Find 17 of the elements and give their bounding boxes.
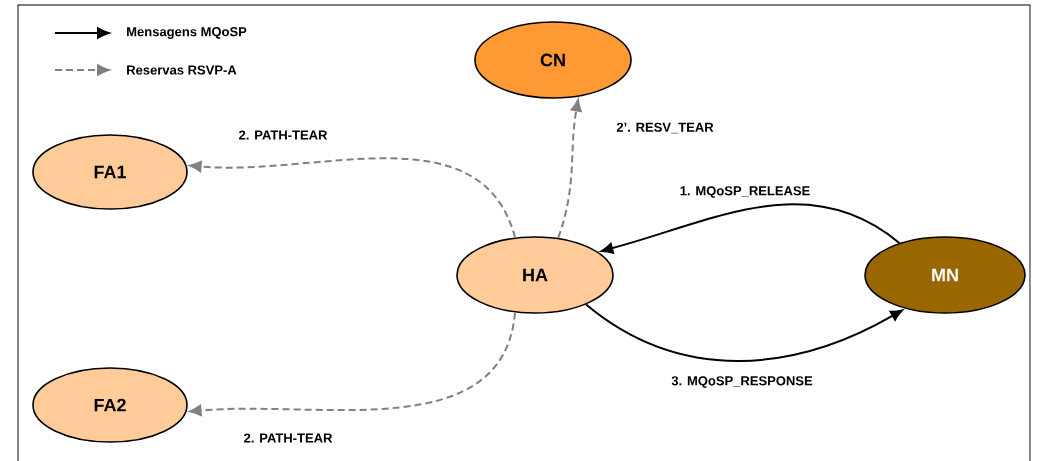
- arrow: [557, 99, 582, 239]
- legend-label: Reservas RSVP-A: [127, 65, 237, 75]
- ellipse-node: HA: [456, 236, 614, 314]
- arrow: [189, 311, 517, 417]
- ellipse-node: FA2: [32, 367, 188, 443]
- edge-label: 1. MQoSP_RELEASE: [678, 185, 812, 199]
- edge-label: 3. MQoSP_RESPONSE: [670, 375, 814, 389]
- ellipse-node: MN: [864, 236, 1026, 314]
- legend-label: Mensagens MQoSP: [127, 27, 247, 39]
- arrow: [585, 303, 903, 362]
- ellipse-node: CN: [474, 21, 632, 99]
- edge-label: 2. PATH-TEAR: [237, 129, 329, 141]
- arrow: [189, 157, 517, 239]
- edge-label: 2. PATH-TEAR: [242, 432, 334, 444]
- edge-label: 2’. RESV_TEAR: [615, 121, 715, 135]
- arrow: [600, 203, 901, 254]
- ellipse-node: FA1: [32, 134, 188, 210]
